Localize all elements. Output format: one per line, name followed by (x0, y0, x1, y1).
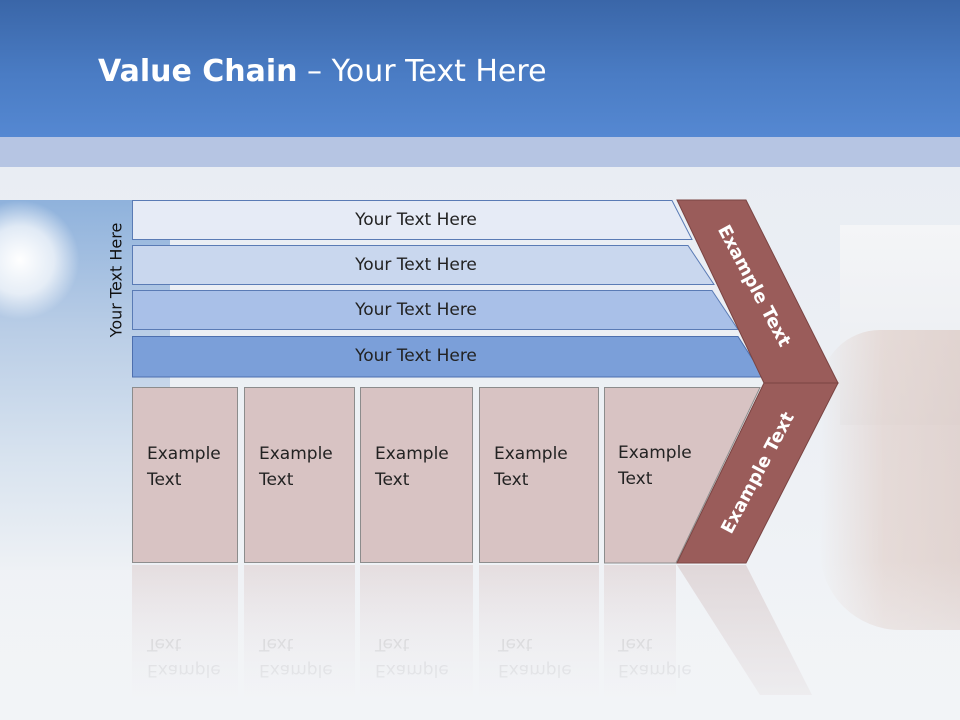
title-rest: – Your Text Here (297, 54, 547, 89)
box-2-line2: Text (259, 470, 294, 490)
box-4-line2: Text (494, 470, 529, 490)
bar-1-shape (132, 200, 693, 240)
box-2-line1: Example (259, 444, 333, 464)
box-4-line1: Example (494, 444, 568, 464)
activity-box-4: Example Text (479, 387, 599, 563)
bar-2-shape (132, 245, 715, 285)
activity-box-2: Example Text (244, 387, 355, 563)
box-3-line2: Text (375, 470, 410, 490)
box-3-line1: Example (375, 444, 449, 464)
bar-3-label: Your Text Here (355, 300, 477, 320)
header-band (0, 0, 960, 137)
title-bold: Value Chain (98, 54, 298, 89)
box-1-line1: Example (147, 444, 221, 464)
bar-2-label: Your Text Here (355, 255, 477, 275)
box-5-line1: Example (618, 443, 692, 463)
bar-4-label: Your Text Here (355, 346, 477, 366)
box-1-line2: Text (147, 470, 182, 490)
activity-box-1: Example Text (132, 387, 238, 563)
box-5-line2: Text (618, 469, 653, 489)
bar-3-shape (132, 290, 739, 330)
activity-box-3: Example Text (360, 387, 473, 563)
bar-1-label: Your Text Here (355, 210, 477, 230)
activity-box-5: Example Text (604, 387, 694, 563)
slide-title: Value Chain – Your Text Here (98, 54, 547, 89)
bottom-fade (0, 560, 960, 720)
header-strip (0, 137, 960, 167)
